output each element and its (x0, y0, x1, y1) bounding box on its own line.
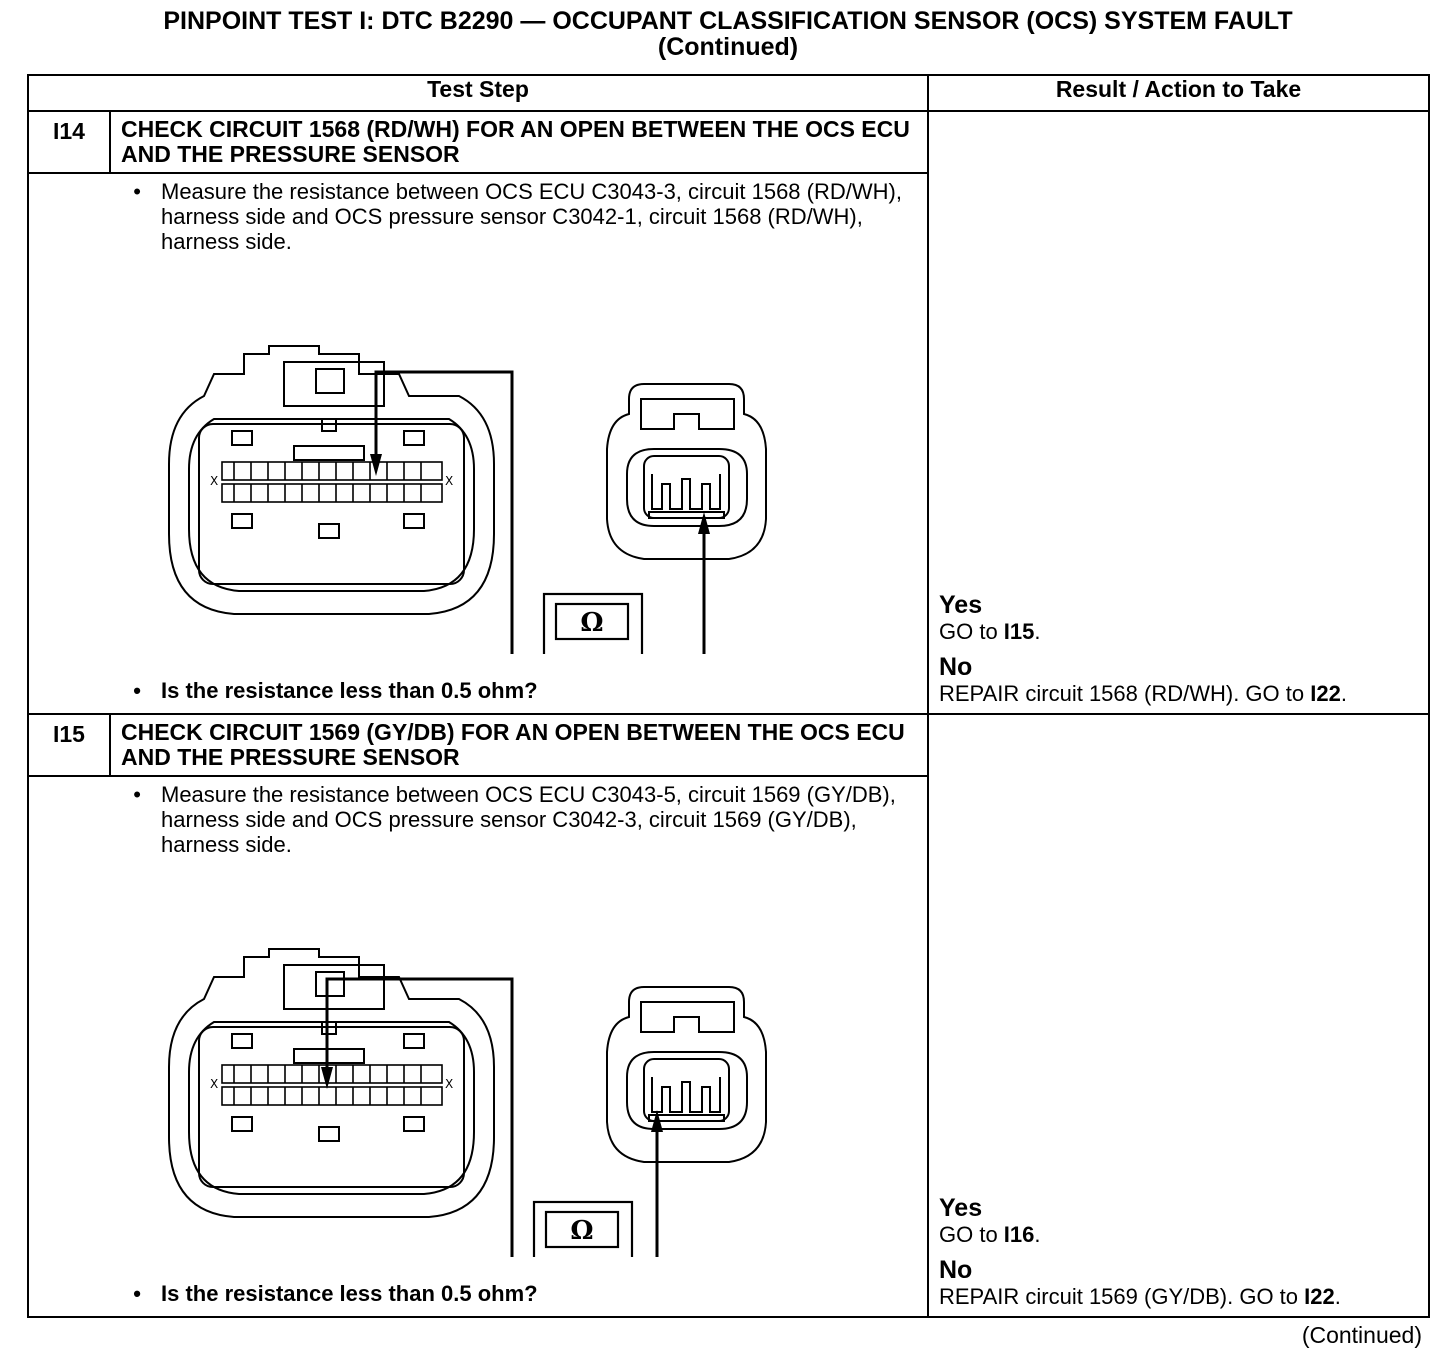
step-header: I14 CHECK CIRCUIT 1568 (RD/WH) FOR AN OP… (29, 112, 927, 174)
connector-wiring-diagram: X X (168, 948, 767, 1257)
svg-text:X: X (210, 474, 218, 488)
instruction-text: Measure the resistance between OCS ECU C… (161, 782, 896, 857)
probe-arrows (370, 454, 710, 534)
step-id: I15 (29, 715, 111, 775)
step-title: CHECK CIRCUIT 1568 (RD/WH) FOR AN OPEN B… (121, 116, 910, 167)
yes-target-link[interactable]: I16 (1003, 1222, 1035, 1247)
yes-action: GO to I15. (939, 619, 1041, 644)
svg-text:X: X (210, 1077, 218, 1091)
instruction-text: Measure the resistance between OCS ECU C… (161, 179, 902, 254)
step-id: I14 (29, 112, 111, 172)
connector-wiring-diagram: X X (168, 345, 767, 654)
title-line-2: (Continued) (657, 33, 799, 61)
result-block: Yes GO to I16. No REPAIR circuit 1569 (G… (939, 1194, 1341, 1310)
question-text: Is the resistance less than 0.5 ohm? (161, 1281, 538, 1306)
ohm-symbol: Ω (570, 1216, 593, 1246)
no-action: REPAIR circuit 1569 (GY/DB). GO to I22. (939, 1284, 1341, 1309)
step-title: CHECK CIRCUIT 1569 (GY/DB) FOR AN OPEN B… (121, 719, 905, 770)
question-bullet: • Is the resistance less than 0.5 ohm? (29, 1281, 927, 1306)
probe-arrows (321, 1067, 663, 1132)
instruction-bullet: • Measure the resistance between OCS ECU… (29, 777, 927, 857)
result-block: Yes GO to I15. No REPAIR circuit 1568 (R… (939, 591, 1347, 707)
table-row: I14 CHECK CIRCUIT 1568 (RD/WH) FOR AN OP… (27, 110, 1430, 715)
ohm-symbol: Ω (580, 608, 603, 638)
table-row: I15 CHECK CIRCUIT 1569 (GY/DB) FOR AN OP… (27, 713, 1430, 1318)
pinpoint-test-table: Test Step Result / Action to Take I14 CH… (27, 74, 1430, 1318)
no-target-link[interactable]: I22 (1310, 681, 1341, 706)
ohmmeter (532, 1200, 634, 1257)
ocs-pressure-sensor-connector (606, 986, 767, 1163)
question-bullet: • Is the resistance less than 0.5 ohm? (29, 678, 927, 703)
step-body: • Measure the resistance between OCS ECU… (29, 777, 927, 1306)
step-cell-i14: I14 CHECK CIRCUIT 1568 (RD/WH) FOR AN OP… (27, 110, 929, 715)
continued-footer: (Continued) (1301, 1322, 1422, 1348)
test-leads (374, 370, 706, 654)
result-cell-i15: Yes GO to I16. No REPAIR circuit 1569 (G… (927, 713, 1430, 1318)
step-cell-i15: I15 CHECK CIRCUIT 1569 (GY/DB) FOR AN OP… (27, 713, 929, 1318)
table-header-row: Test Step Result / Action to Take (27, 74, 1430, 112)
no-label: No (939, 653, 973, 681)
header-test-step: Test Step (27, 74, 929, 112)
yes-label: Yes (939, 591, 983, 619)
page-title: PINPOINT TEST I: DTC B2290 — OCCUPANT CL… (0, 8, 1456, 60)
step-header: I15 CHECK CIRCUIT 1569 (GY/DB) FOR AN OP… (29, 715, 927, 777)
header-result: Result / Action to Take (927, 74, 1430, 112)
ocs-ecu-connector: X X (168, 345, 495, 615)
yes-label: Yes (939, 1194, 983, 1222)
svg-text:X: X (445, 1077, 453, 1091)
instruction-bullet: • Measure the resistance between OCS ECU… (29, 174, 927, 254)
ocs-pressure-sensor-connector (606, 383, 767, 560)
ocs-ecu-connector: X X (168, 948, 495, 1218)
test-leads (325, 977, 659, 1257)
svg-text:X: X (445, 474, 453, 488)
no-label: No (939, 1256, 973, 1284)
no-action: REPAIR circuit 1568 (RD/WH). GO to I22. (939, 681, 1347, 706)
step-body: • Measure the resistance between OCS ECU… (29, 174, 927, 703)
yes-target-link[interactable]: I15 (1003, 619, 1035, 644)
ohmmeter (542, 592, 644, 654)
question-text: Is the resistance less than 0.5 ohm? (161, 678, 538, 703)
result-cell-i14: Yes GO to I15. No REPAIR circuit 1568 (R… (927, 110, 1430, 715)
no-target-link[interactable]: I22 (1304, 1284, 1335, 1309)
yes-action: GO to I16. (939, 1222, 1041, 1247)
title-line-1: PINPOINT TEST I: DTC B2290 — OCCUPANT CL… (163, 7, 1293, 35)
